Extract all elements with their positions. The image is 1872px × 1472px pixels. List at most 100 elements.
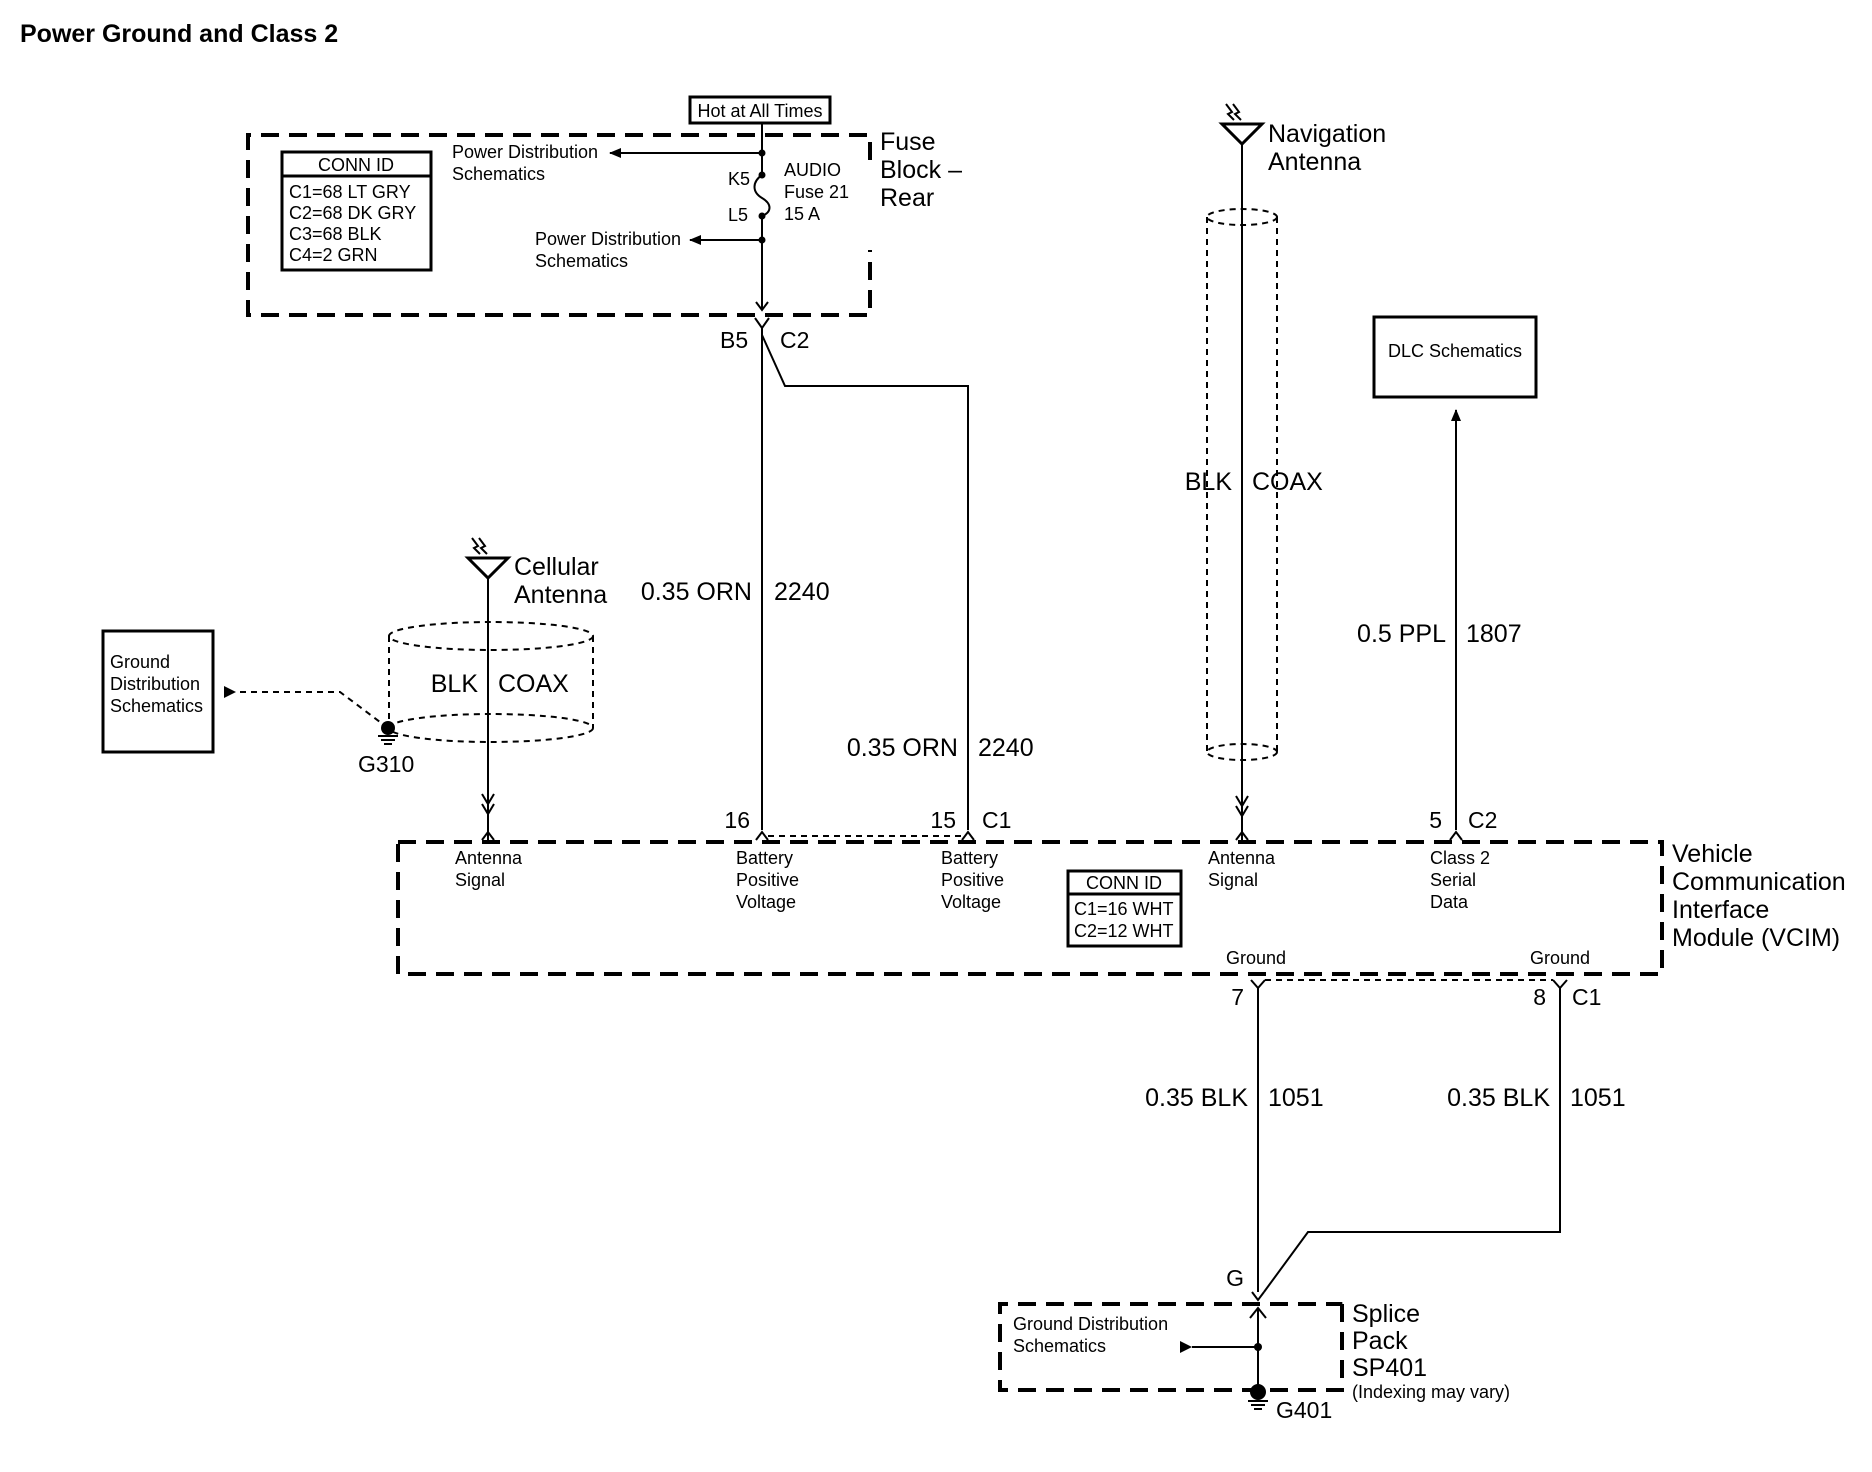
ground-distribution-box[interactable] [101, 629, 215, 754]
battery-positive-voltage-label: Battery Positive Voltage [736, 848, 799, 912]
ground-label: Ground [1530, 948, 1590, 968]
battery-wire-15 [761, 334, 969, 830]
splice-dot [758, 149, 766, 157]
ground-label: Ground [1226, 948, 1286, 968]
pin-connector-symbol [961, 830, 975, 841]
splice-ground-distribution-label: Ground Distribution Schematics [1013, 1314, 1168, 1356]
svg-text:Antenna: Antenna [1208, 848, 1276, 868]
hot-at-all-times-box [688, 95, 832, 125]
pin-connector-symbol [481, 830, 495, 841]
svg-text:Vehicle: Vehicle [1672, 840, 1753, 868]
nav-coax-shield [1206, 208, 1278, 761]
k5-label: K5 [728, 169, 750, 189]
connector-b5-symbol [754, 317, 770, 330]
radio-wave-icon [471, 537, 481, 555]
circuit-number-label: 1051 [1268, 1084, 1324, 1112]
vcim-name: Vehicle Communication Interface Module (… [1672, 840, 1846, 952]
antenna-signal-label: Antenna Signal [1208, 848, 1276, 890]
indexing-note: (Indexing may vary) [1352, 1382, 1510, 1402]
ground-symbol-icon [378, 735, 398, 745]
svg-text:15 A: 15 A [784, 204, 820, 224]
wire-gauge-label: 0.35 ORN [641, 578, 752, 606]
pin-connector-symbol [1250, 979, 1266, 990]
svg-text:Block –: Block – [880, 156, 962, 184]
svg-text:Module (VCIM): Module (VCIM) [1672, 924, 1840, 952]
wire-gauge-label: 0.35 ORN [847, 734, 958, 762]
vcim-module: Vehicle Communication Interface Module (… [396, 807, 1846, 976]
svg-text:Battery: Battery [941, 848, 998, 868]
connector-c1-label: C1 [1572, 984, 1601, 1010]
g310-ground-icon [381, 721, 395, 735]
svg-text:AUDIO: AUDIO [784, 160, 841, 180]
svg-text:Antenna: Antenna [1268, 148, 1361, 176]
fuse-block-conn-id-box: CONN ID C1=68 LT GRY C2=68 DK GRY C3=68 … [280, 150, 433, 272]
dlc-schematics-label: DLC Schematics [1388, 341, 1522, 361]
fuse-block-name: Fuse Block – Rear [880, 128, 962, 212]
svg-text:Positive: Positive [941, 870, 1004, 890]
cellular-antenna: Cellular Antenna [464, 537, 607, 609]
wire-gauge-label: 0.35 BLK [1145, 1084, 1248, 1112]
svg-text:Interface: Interface [1672, 896, 1769, 924]
svg-text:Splice: Splice [1352, 1300, 1420, 1328]
pin-connector-symbol [1251, 1291, 1265, 1302]
ground-distribution-label: Ground Distribution Schematics [110, 652, 203, 716]
svg-text:C4=2 GRN: C4=2 GRN [289, 245, 378, 265]
splice-pack-sp401: Splice Pack SP401 (Indexing may vary) Gr… [998, 1300, 1510, 1402]
pin-connector-symbol [1235, 830, 1249, 841]
svg-text:Fuse 21: Fuse 21 [784, 182, 849, 202]
hot-at-all-times-label: Hot at All Times [697, 101, 822, 121]
svg-text:C2=12 WHT: C2=12 WHT [1074, 921, 1174, 941]
splice-pack-name: Splice Pack SP401 [1352, 1300, 1427, 1382]
ground-symbol-icon [1248, 1400, 1268, 1410]
svg-text:Serial: Serial [1430, 870, 1476, 890]
svg-text:Signal: Signal [455, 870, 505, 890]
wire-type-label: COAX [498, 670, 569, 698]
g401-label: G401 [1276, 1397, 1332, 1423]
antenna-icon [1218, 122, 1266, 147]
connector-c2-label: C2 [780, 327, 809, 353]
splice-dot [758, 236, 766, 244]
svg-text:Signal: Signal [1208, 870, 1258, 890]
arrow-head [1180, 1341, 1192, 1353]
g401-ground-icon [1250, 1384, 1266, 1400]
svg-text:Class 2: Class 2 [1430, 848, 1490, 868]
fuse-21-label: AUDIO Fuse 21 15 A [784, 160, 849, 224]
pin-15-label: 15 [930, 807, 956, 833]
svg-text:C1=16 WHT: C1=16 WHT [1074, 899, 1174, 919]
svg-text:Schematics: Schematics [1013, 1336, 1106, 1356]
svg-text:Antenna: Antenna [455, 848, 523, 868]
svg-text:C2=68 DK GRY: C2=68 DK GRY [289, 203, 416, 223]
battery-positive-voltage-label: Battery Positive Voltage [941, 848, 1004, 912]
svg-text:SP401: SP401 [1352, 1354, 1427, 1382]
wire-color-label: BLK [1185, 468, 1233, 496]
page-title: Power Ground and Class 2 [20, 20, 338, 48]
pin-b5-label: B5 [720, 327, 748, 353]
ground-wire-8 [1263, 988, 1561, 1293]
fuse-block-rear: Fuse Block – Rear Hot at All Times CONN … [246, 95, 962, 317]
svg-text:Communication: Communication [1672, 868, 1846, 896]
fuse-21-symbol [753, 174, 771, 217]
navigation-antenna: Navigation Antenna [1218, 103, 1386, 176]
svg-text:Fuse: Fuse [880, 128, 936, 156]
svg-text:Rear: Rear [880, 184, 934, 212]
svg-text:Schematics: Schematics [535, 251, 628, 271]
antenna-signal-label: Antenna Signal [455, 848, 523, 890]
pin-connector-symbol [755, 830, 769, 841]
circuit-number-label: 1807 [1466, 620, 1522, 648]
pd-bottom-label: Power Distribution [535, 229, 681, 249]
svg-text:Cellular: Cellular [514, 553, 599, 581]
dlc-schematics-box[interactable] [1372, 315, 1538, 399]
pin-16-label: 16 [724, 807, 750, 833]
svg-text:Ground Distribution: Ground Distribution [1013, 1314, 1168, 1334]
svg-text:Ground: Ground [110, 652, 170, 672]
wire-gauge-label: 0.35 BLK [1447, 1084, 1550, 1112]
l5-label: L5 [728, 205, 748, 225]
svg-text:C3=68 BLK: C3=68 BLK [289, 224, 382, 244]
svg-text:Schematics: Schematics [110, 696, 203, 716]
pin-8-label: 8 [1533, 984, 1546, 1010]
svg-text:Positive: Positive [736, 870, 799, 890]
g310-label: G310 [358, 751, 414, 777]
svg-text:C1=68 LT GRY: C1=68 LT GRY [289, 182, 411, 202]
pin-connector-symbol [1552, 979, 1568, 990]
